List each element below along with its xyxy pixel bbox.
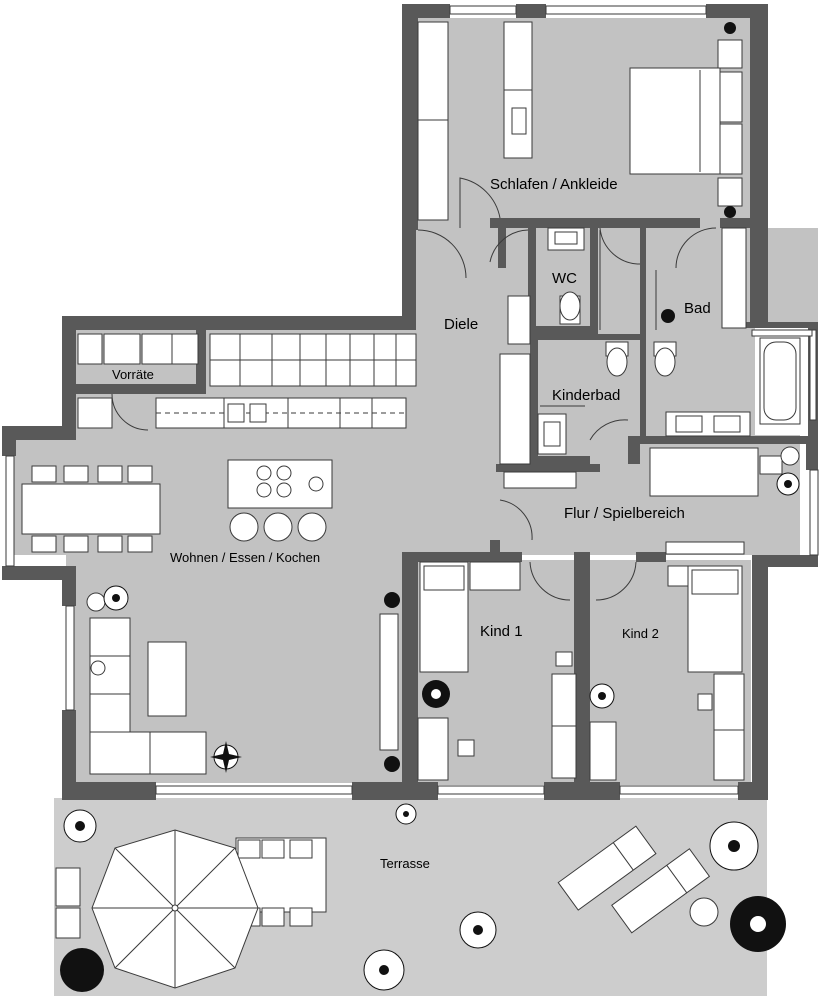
doors	[111, 177, 717, 601]
dining-table	[21, 483, 161, 535]
plant-icon	[459, 911, 497, 949]
kind1-furniture	[417, 561, 577, 781]
label-kinderbad: Kinderbad	[552, 387, 620, 404]
label-kind1: Kind 1	[480, 623, 523, 640]
dining-furniture	[21, 465, 161, 553]
kind2-furniture	[589, 565, 745, 781]
plant-icon	[730, 896, 786, 952]
label-vorraete: Vorräte	[112, 367, 154, 382]
double-bed	[629, 67, 721, 175]
label-diele: Diele	[444, 316, 478, 333]
plant-icon	[363, 949, 405, 991]
plant-icon	[395, 803, 417, 825]
bedroom-furniture	[417, 21, 743, 221]
bathroom-fixtures	[499, 227, 801, 465]
label-bad: Bad	[684, 300, 711, 317]
label-kind2: Kind 2	[622, 626, 659, 641]
plant-icon	[210, 741, 242, 773]
plant-icon	[384, 756, 400, 772]
kitchen-furniture	[77, 333, 417, 542]
plant-icon	[724, 22, 736, 34]
sun-lounger	[611, 848, 711, 934]
plant-icon	[776, 472, 800, 496]
coffee-table	[147, 641, 187, 717]
label-terrasse: Terrasse	[380, 856, 430, 871]
label-schlafen: Schlafen / Ankleide	[490, 176, 618, 193]
label-flur: Flur / Spielbereich	[564, 505, 685, 522]
terrace-furniture	[55, 825, 719, 989]
living-furniture	[86, 592, 399, 775]
plant-icon	[384, 592, 400, 608]
plant-icon	[60, 948, 104, 992]
label-wohnen: Wohnen / Essen / Kochen	[170, 550, 320, 565]
plant-icon	[661, 309, 675, 323]
flur-furniture	[503, 446, 800, 555]
windows	[5, 5, 819, 795]
plant-icon	[709, 821, 759, 871]
label-wc: WC	[552, 270, 577, 287]
room-labels: Schlafen / Ankleide WC Bad Diele Kinderb…	[112, 176, 711, 871]
plant-icon	[589, 683, 615, 709]
plants	[60, 22, 800, 992]
plant-icon	[103, 585, 129, 611]
sun-lounger	[557, 825, 657, 911]
plant-icon	[724, 206, 736, 218]
walls	[2, 4, 818, 800]
plant-icon	[63, 809, 97, 843]
plant-icon	[422, 680, 450, 708]
